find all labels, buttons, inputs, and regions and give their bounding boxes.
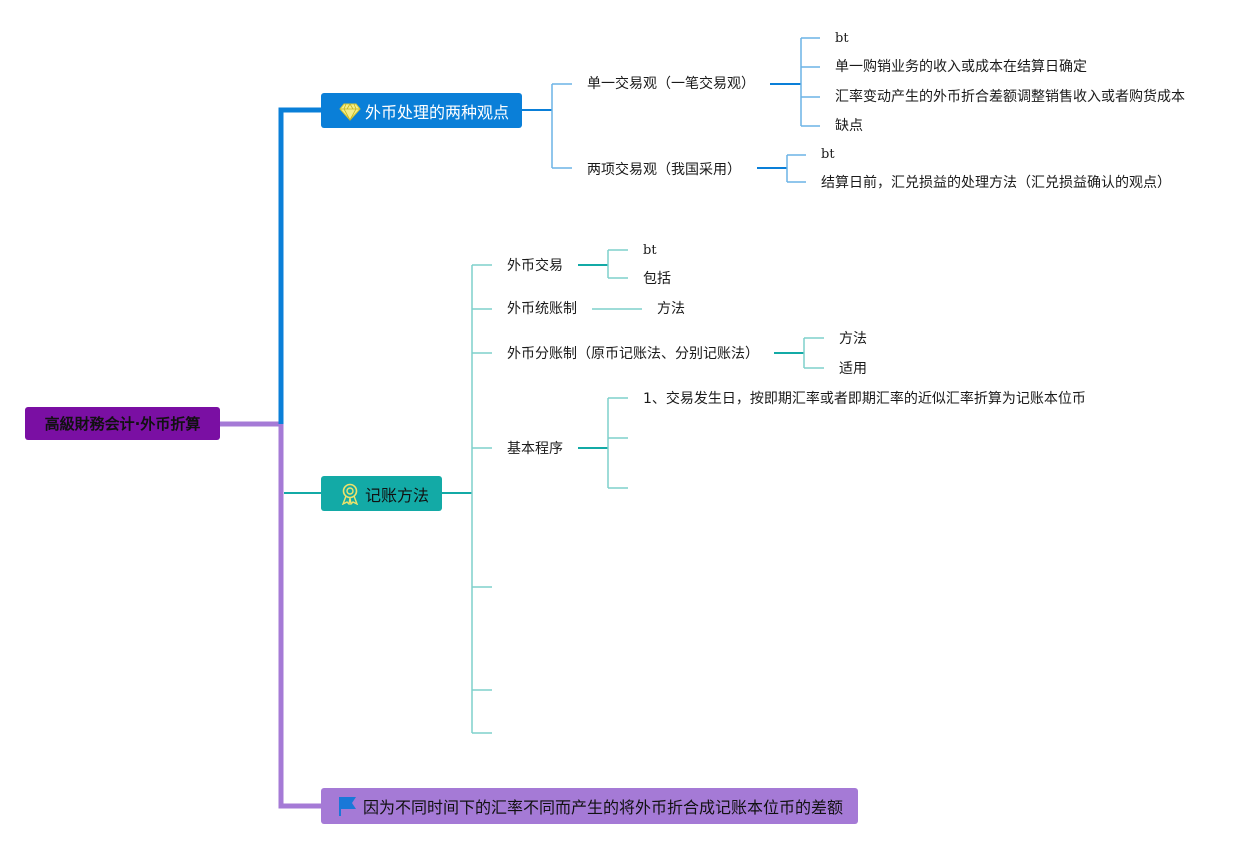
leaf-bt[interactable]: bt	[643, 243, 657, 258]
leaf-exchange-gain-loss[interactable]: 结算日前，汇兑损益的处理方法（汇兑损益确认的观点）	[821, 175, 1171, 191]
award-ribbon-icon	[339, 483, 361, 505]
branch-label: 记账方法	[365, 485, 430, 505]
leaf-applicable[interactable]: 适用	[839, 361, 867, 377]
flag-icon	[337, 795, 359, 817]
branch-bookkeeping-methods[interactable]: 记账方法	[321, 476, 442, 511]
topic-basic-procedure[interactable]: 基本程序	[507, 441, 563, 457]
branch-label: 外币处理的两种观点	[365, 102, 510, 122]
topic-separate-account-system[interactable]: 外币分账制（原币记账法、分别记账法）	[507, 346, 759, 362]
leaf-settlement-date[interactable]: 单一购销业务的收入或成本在结算日确定	[835, 59, 1087, 75]
topic-single-transaction-view[interactable]: 单一交易观（一笔交易观）	[587, 76, 755, 92]
topic-two-transaction-view[interactable]: 两项交易观（我国采用）	[587, 162, 741, 178]
leaf-includes[interactable]: 包括	[643, 271, 671, 287]
branch-foreign-currency-views[interactable]: 外币处理的两种观点	[321, 93, 522, 128]
leaf-bt[interactable]: bt	[821, 147, 835, 162]
leaf-method[interactable]: 方法	[657, 301, 685, 317]
leaf-method[interactable]: 方法	[839, 331, 867, 347]
leaf-bt[interactable]: bt	[835, 31, 849, 46]
branch-exchange-difference-definition[interactable]: 因为不同时间下的汇率不同而产生的将外币折合成记账本位币的差额	[321, 788, 858, 824]
leaf-transaction-date-step[interactable]: 1、交易发生日，按即期汇率或者即期汇率的近似汇率折算为记账本位币	[643, 391, 1086, 407]
topic-foreign-currency-transaction[interactable]: 外币交易	[507, 258, 563, 274]
leaf-exchange-difference[interactable]: 汇率变动产生的外币折合差额调整销售收入或者购货成本	[835, 89, 1185, 105]
leaf-disadvantage[interactable]: 缺点	[835, 118, 863, 134]
root-topic[interactable]: 高級財務会计·外币折算	[25, 407, 220, 440]
root-topic-label: 高級財務会计·外币折算	[44, 415, 201, 433]
diamond-icon	[339, 100, 361, 122]
topic-unified-account-system[interactable]: 外币统账制	[507, 301, 577, 317]
branch-label: 因为不同时间下的汇率不同而产生的将外币折合成记账本位币的差额	[363, 798, 844, 817]
